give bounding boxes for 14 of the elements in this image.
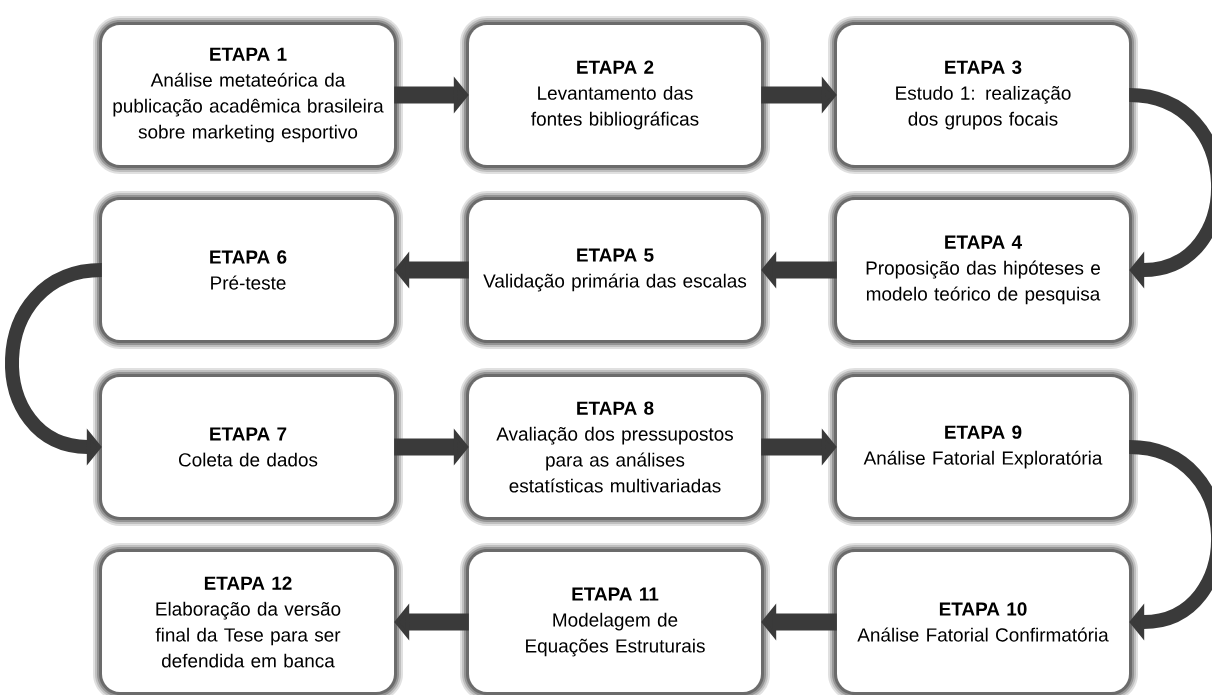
process-box: ETAPA 7 Coleta de dados [93,368,403,526]
process-box: ETAPA 12 Elaboração da versão final da Tese para ser defendida em banca [93,543,403,695]
process-box: ETAPA 1 Análise metateórica da publicação acadêmica brasileira sobre marketing esportivo [93,16,403,174]
arrow [1128,88,1212,289]
process-box: ETAPA 3 Estudo 1: realização dos grupos focais [828,16,1138,174]
process-box: ETAPA 5 Validação primária das escalas [460,191,770,349]
process-box: ETAPA 4 Proposição das hipóteses e modelo teórico de pesquisa [828,191,1138,349]
process-box: ETAPA 8 Avaliação dos pressupostos para as análises estatísticas multivariadas [460,368,770,526]
process-box: ETAPA 2 Levantamento das fontes bibliográficas [460,16,770,174]
process-box: ETAPA 11 Modelagem de Equações Estruturais [460,543,770,695]
arrow [1128,440,1212,641]
process-box: ETAPA 6 Pré-teste [93,191,403,349]
process-box: ETAPA 9 Análise Fatorial Exploratória [828,368,1138,526]
process-box: ETAPA 10 Análise Fatorial Confirmatória [828,543,1138,695]
